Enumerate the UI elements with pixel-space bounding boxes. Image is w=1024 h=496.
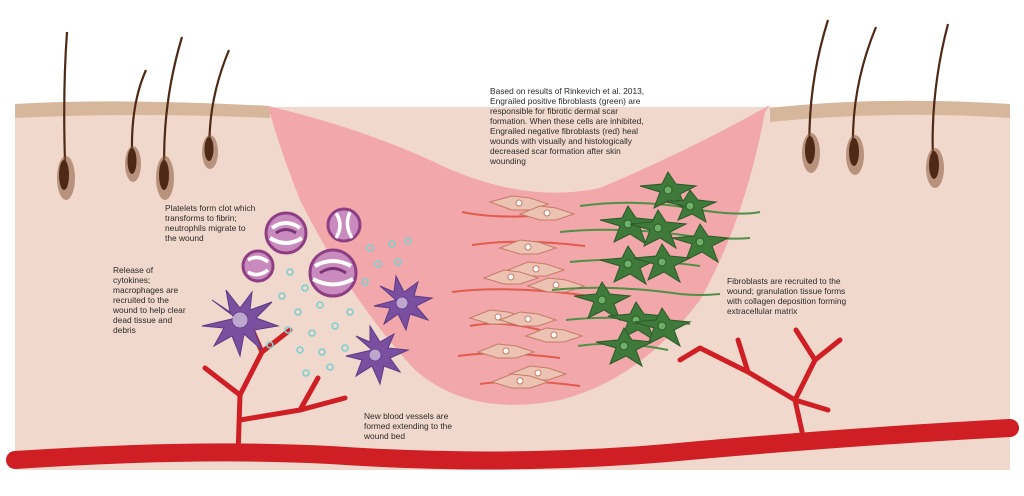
- annotation-line: responsible for fibrotic dermal scar: [490, 106, 619, 116]
- green-fibroblast-icon: [665, 189, 718, 224]
- platelet-icon: [326, 363, 334, 371]
- annotation-line: wound to help clear: [113, 305, 186, 315]
- platelet-icon: [301, 284, 309, 292]
- annotation-line: Based on results of Rinkevich et al. 201…: [490, 86, 645, 96]
- platelet-icon: [404, 237, 412, 245]
- annotation-line: Fibroblasts are recruited to the: [727, 276, 841, 286]
- green-fibroblast-icon: [595, 327, 654, 368]
- annotation-line: wounding: [490, 156, 526, 166]
- red-fibroblast-icon: [488, 195, 550, 211]
- platelet-icon: [374, 260, 382, 268]
- epidermis-surface: [15, 100, 1010, 122]
- green-fibroblast-icon: [671, 223, 730, 264]
- green-fibroblast-icon: [633, 243, 692, 284]
- neutrophil-icon: [264, 211, 308, 255]
- red-fibroblast-icon: [482, 269, 540, 285]
- hair-icon: [156, 36, 184, 200]
- platelet-icon: [286, 268, 294, 276]
- platelet-icon: [294, 308, 302, 316]
- platelet-icon: [302, 369, 310, 377]
- neutrophil-icon: [241, 249, 275, 283]
- annotation-line: cytokines;: [113, 275, 151, 285]
- macrophages: [201, 274, 434, 386]
- annotation-line: Platelets form clot which: [165, 203, 256, 213]
- green-fibroblast-icon: [633, 307, 692, 348]
- fibroblasts-annotation: Fibroblasts are recruited to the wound; …: [727, 276, 846, 316]
- platelet-icon: [296, 346, 304, 354]
- annotation-line: dead tissue and: [113, 315, 173, 325]
- platelet-icon: [346, 308, 354, 316]
- annotation-line: Engrailed negative fibroblasts (red) hea…: [490, 126, 639, 136]
- platelet-icon: [308, 329, 316, 337]
- collagen-fiber: [559, 228, 751, 240]
- platelets-annotation: Platelets form clot which transforms to …: [165, 203, 255, 243]
- collagen-fiber: [551, 286, 721, 296]
- annotation-line: wounds with visually and histologically: [490, 136, 632, 146]
- platelet-icon: [316, 301, 324, 309]
- annotation-line: formation. When these cells are inhibite…: [490, 116, 644, 126]
- annotation-line: formed extending to the: [364, 421, 452, 431]
- annotation-line: New blood vessels are: [364, 411, 449, 421]
- annotation-line: neutrophils migrate to: [165, 223, 246, 233]
- platelet-icon: [361, 278, 369, 286]
- red-fibroblast-icon: [498, 239, 558, 255]
- annotation-line: decreased scar formation after skin: [490, 146, 621, 156]
- annotation-line: Release of: [113, 265, 154, 275]
- red-fibroblast-icon: [498, 311, 558, 327]
- macrophage-icon: [345, 324, 410, 386]
- annotation-line: debris: [113, 325, 136, 335]
- red-fibroblast-icon: [518, 205, 576, 221]
- hair-icon: [202, 49, 231, 169]
- neutrophils: [241, 207, 362, 298]
- platelet-icon: [318, 348, 326, 356]
- annotation-line: wound bed: [364, 431, 405, 441]
- annotation-line: with collagen deposition forming: [727, 296, 847, 306]
- neutrophil-icon: [326, 207, 362, 243]
- hair-icon: [846, 26, 878, 175]
- hair-icon: [926, 23, 950, 188]
- red-fibroblast-icon: [490, 373, 550, 389]
- blood-vessel-branch-right: [677, 327, 843, 448]
- platelet-icon: [331, 322, 339, 330]
- green-fibroblast-icon: [599, 205, 658, 246]
- hair-icon: [57, 31, 75, 200]
- hair-follicles: [57, 19, 950, 200]
- platelet-icon: [388, 240, 396, 248]
- platelet-icon: [394, 258, 402, 266]
- red-fibroblast-icon: [476, 343, 536, 359]
- annotation-line: wound; granulation tissue forms: [727, 286, 846, 296]
- macrophage-icon: [373, 274, 434, 332]
- vessels-annotation: New blood vessels are formed extending t…: [364, 411, 452, 441]
- hair-icon: [802, 19, 830, 173]
- platelet-icon: [341, 344, 349, 352]
- annotation-line: macrophages are: [113, 285, 179, 295]
- green-fibroblasts: [551, 171, 761, 368]
- annotation-line: recruited to the: [113, 295, 169, 305]
- green-fibroblast-icon: [573, 281, 632, 322]
- platelet-icon: [366, 244, 374, 252]
- annotation-line: extracellular matrix: [727, 306, 798, 316]
- collagen-fiber: [451, 288, 591, 297]
- macrophage-icon: [201, 289, 280, 358]
- green-fibroblast-icon: [599, 245, 658, 286]
- cytokines-annotation: Release of cytokines; macrophages are re…: [113, 265, 186, 335]
- neutrophil-icon: [308, 248, 358, 298]
- main-blood-vessel: [6, 419, 1019, 470]
- platelet-icon: [284, 326, 292, 334]
- annotation-line: transforms to fibrin;: [165, 213, 237, 223]
- annotation-line: Engrailed positive fibroblasts (green) a…: [490, 96, 641, 106]
- hair-icon: [125, 69, 148, 182]
- platelet-icon: [266, 341, 274, 349]
- research-annotation: Based on results of Rinkevich et al. 201…: [490, 86, 644, 166]
- platelet-icon: [278, 292, 286, 300]
- red-fibroblast-icon: [524, 327, 584, 343]
- annotation-line: the wound: [165, 233, 204, 243]
